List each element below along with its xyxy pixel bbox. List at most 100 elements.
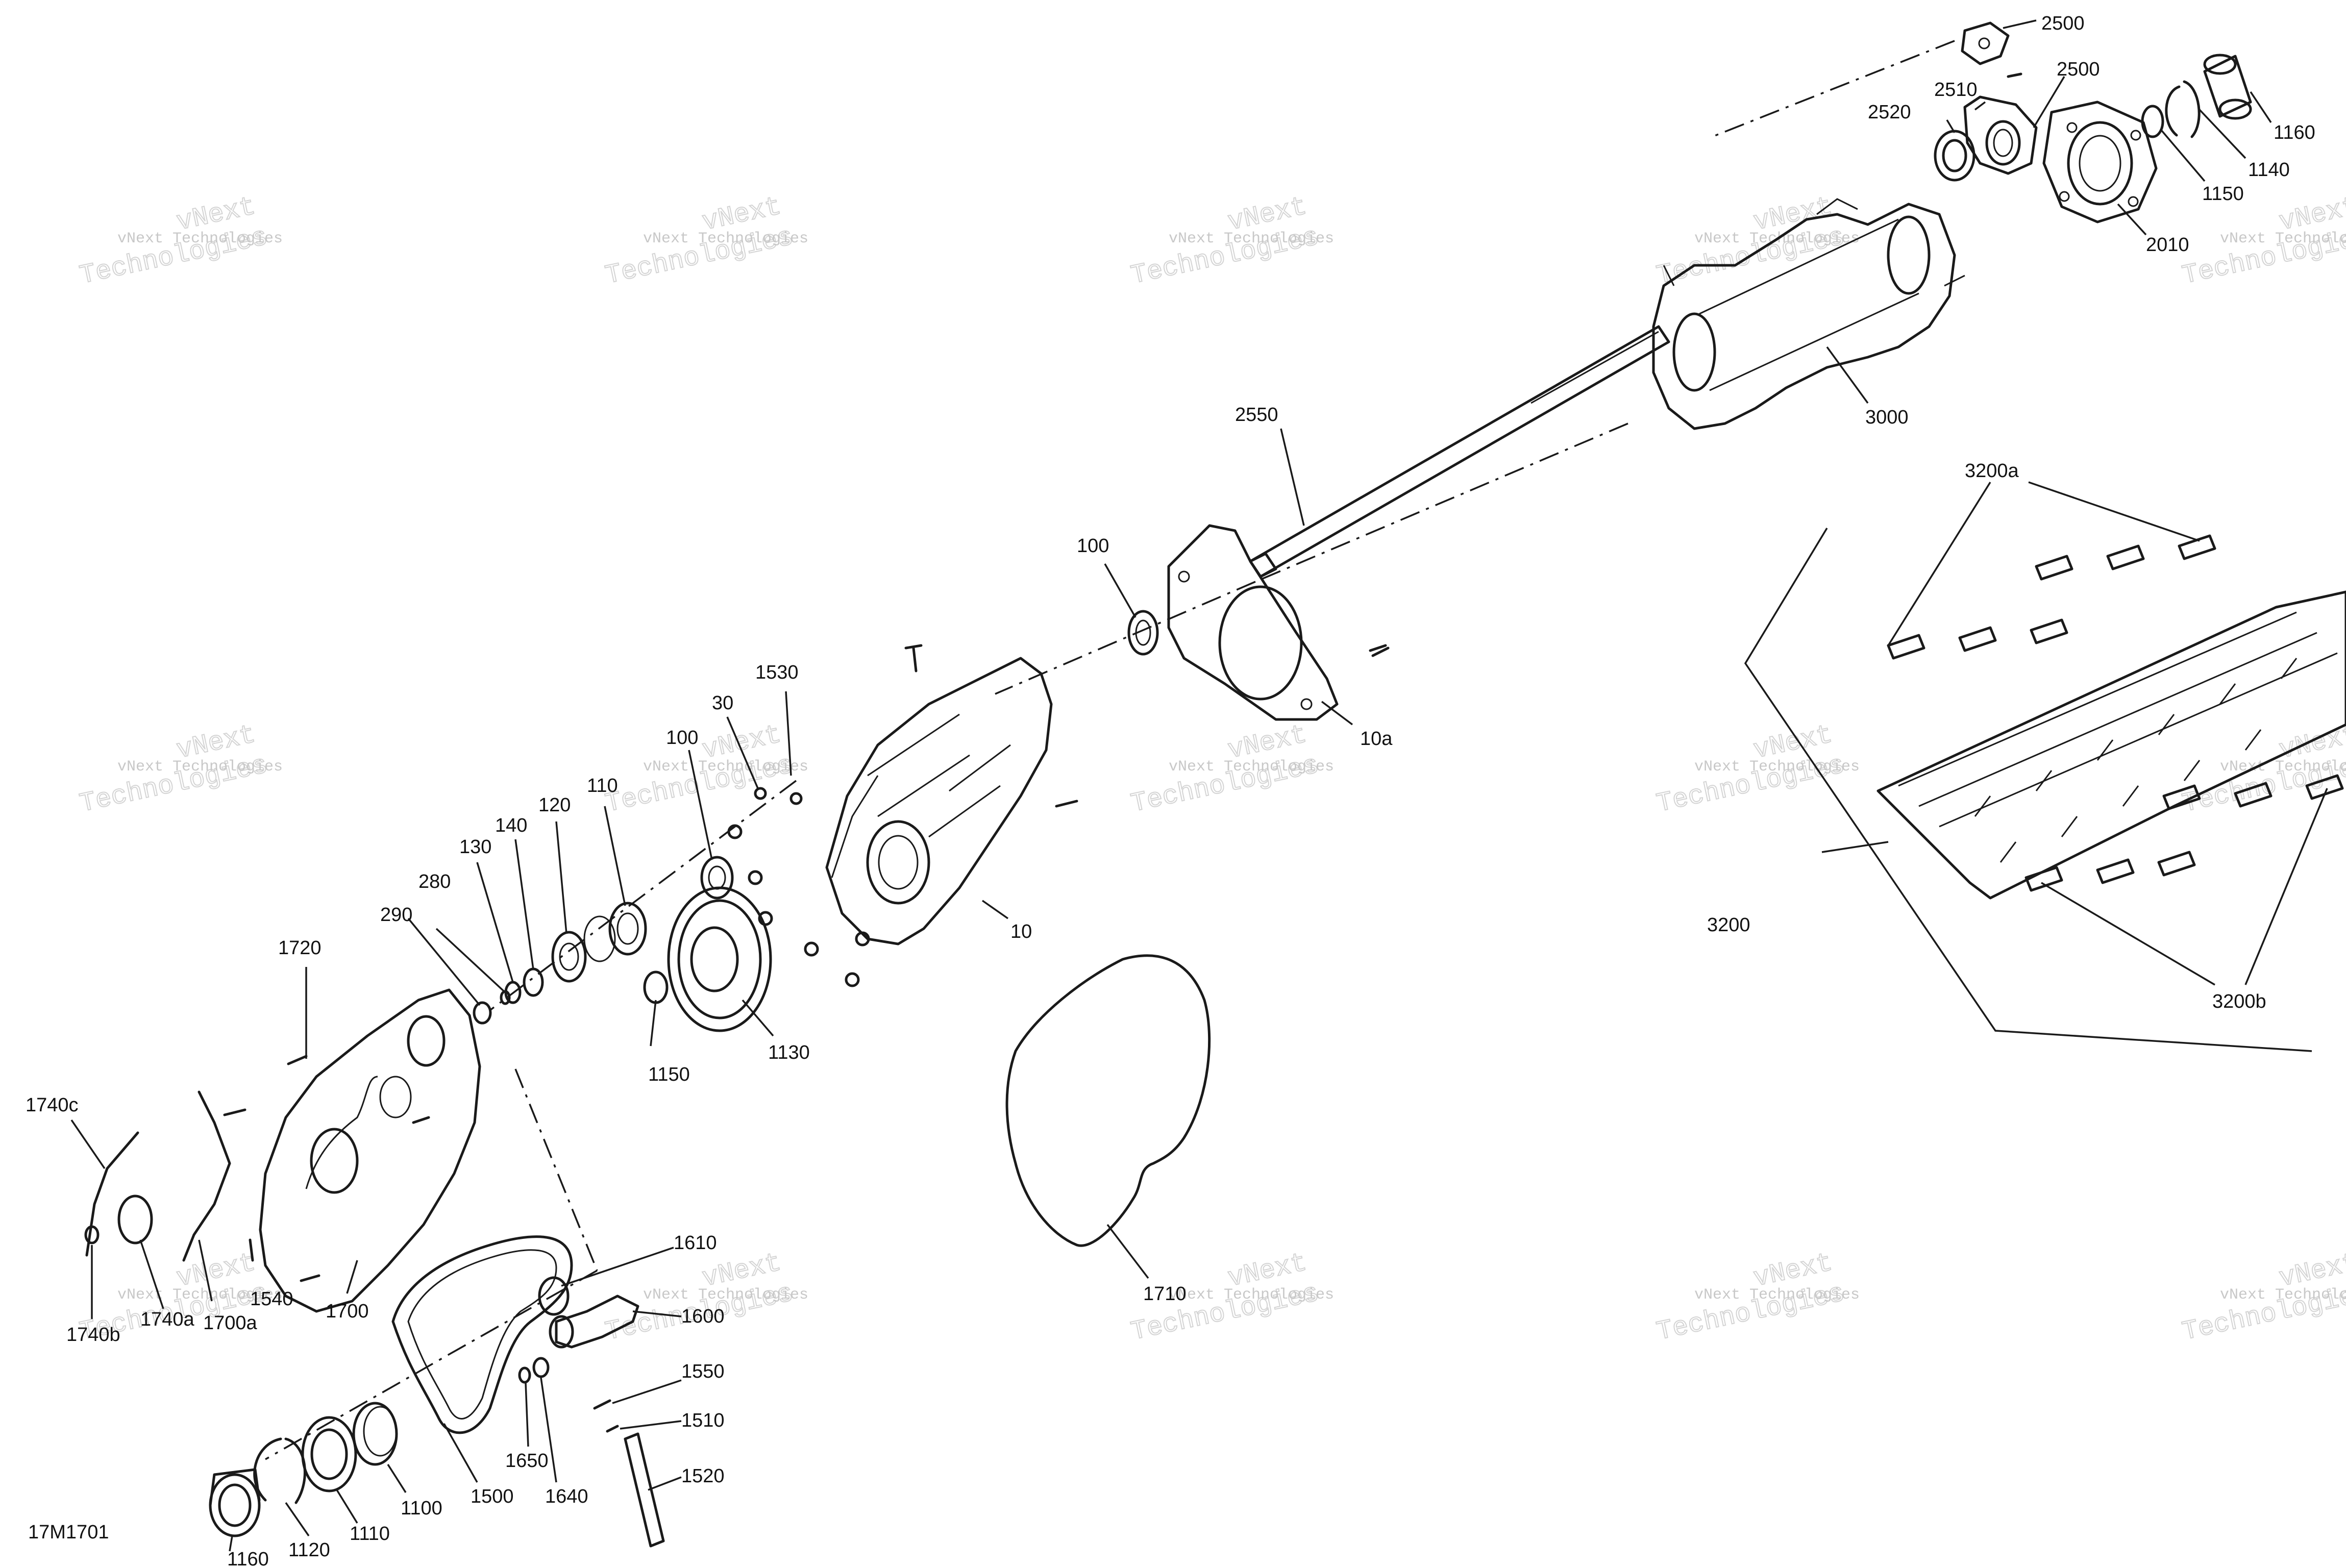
drive-axle-2550 [1249, 325, 1670, 578]
cap-1740a [117, 1194, 153, 1245]
watermark-line1: vNext Technologies [1169, 758, 1334, 776]
callout-2520: 2520 [1868, 102, 1911, 123]
callout-labels: 2500 2500 2510 2520 1160 1140 1150 2010 … [26, 13, 2315, 1568]
bolt-housing-right [1055, 800, 1078, 808]
track-3200-bracket [1744, 528, 2312, 1052]
bolt-cover-a [223, 1108, 246, 1116]
tensioner-1610 [538, 1276, 570, 1316]
pin-1550 [593, 1399, 611, 1410]
chaincase-housing-10 [825, 657, 1053, 945]
callout-1120: 1120 [288, 1539, 330, 1561]
watermark-line1: vNext Technologies [1169, 1286, 1334, 1304]
callout-1150: 1150 [2202, 183, 2244, 205]
seal-100-upper [1127, 610, 1159, 656]
bearing-housing-2500 [1963, 95, 2038, 175]
circlip-1150-lower [643, 970, 669, 1004]
callout-3200: 3200 [1707, 914, 1750, 936]
callout-1550: 1550 [681, 1361, 725, 1382]
callout-1720: 1720 [278, 937, 322, 959]
assembly-axis-lines [265, 40, 1955, 1460]
plug-1740b [84, 1225, 100, 1245]
clip-2500-top [1961, 21, 2022, 78]
callout-1700: 1700 [326, 1301, 369, 1322]
tube-1700a [182, 1090, 231, 1262]
callout-1650: 1650 [505, 1450, 549, 1472]
callout-290: 290 [380, 904, 412, 926]
callout-1610: 1610 [674, 1232, 717, 1254]
callout-1140: 1140 [2248, 159, 2290, 181]
seal-1100 [352, 1402, 398, 1466]
callout-1160: 1160 [2274, 122, 2315, 143]
watermark-line1: vNext Technologies [117, 230, 283, 247]
sleeve-1160-top [2203, 54, 2252, 120]
watermark-line1: vNext Technologies [1694, 758, 1860, 776]
callout-110: 110 [587, 775, 618, 797]
watermark-line1: vNext Technologies [117, 758, 283, 776]
nut-290 [473, 1001, 492, 1025]
callout-30: 30 [712, 692, 733, 714]
support-plate-10a [1167, 524, 1339, 721]
sprocket-1130 [667, 886, 772, 1032]
callout-1640: 1640 [545, 1486, 588, 1507]
callout-140: 140 [495, 815, 527, 836]
callout-1510: 1510 [681, 1410, 725, 1431]
watermark-line1: vNext Technologies [643, 758, 808, 776]
callout-1110: 1110 [350, 1523, 390, 1545]
callout-10a: 10a [1360, 728, 1393, 750]
bolt-10a [1369, 644, 1390, 657]
watermark-line1: vNext Technologies [643, 1286, 808, 1304]
circlip-1140 [2165, 80, 2201, 138]
drive-sprocket-3000 [1652, 198, 1965, 430]
nut-1650 [518, 1366, 531, 1384]
washer-140 [523, 967, 544, 997]
callout-2500: 2500 [2041, 13, 2085, 34]
pin-1510 [606, 1425, 619, 1433]
bolt-cover-b [412, 1116, 430, 1124]
bolt-1540 [249, 1238, 254, 1262]
callout-1740c: 1740c [26, 1094, 79, 1116]
bearing-1110 [301, 1416, 357, 1492]
washer-1640 [532, 1357, 550, 1378]
clip-set-3200b [2024, 774, 2344, 892]
bolt-1720 [287, 1055, 308, 1065]
callout-1530: 1530 [755, 662, 799, 683]
callout-130: 130 [459, 836, 491, 858]
callout-3000: 3000 [1865, 407, 1909, 428]
callout-1710: 1710 [1143, 1283, 1187, 1305]
bearing-110 [608, 902, 647, 956]
callout-1150: 1150 [648, 1064, 690, 1085]
bearing-plate-2010 [2042, 101, 2158, 223]
callout-1700a: 1700a [203, 1312, 258, 1334]
watermark-line1: vNext Technologies [2220, 230, 2346, 247]
leader-lines [70, 19, 2328, 1552]
watermark-line1: vNext Technologies [117, 1286, 283, 1304]
watermark-line1: vNext Technologies [1169, 230, 1334, 247]
callout-3200a: 3200a [1965, 460, 2019, 482]
watermark-line1: vNext Technologies [2220, 758, 2346, 776]
callout-1600: 1600 [681, 1306, 725, 1327]
callout-1540: 1540 [250, 1288, 293, 1310]
clip-set-3200a [1887, 534, 2216, 660]
seal-100-lower [700, 856, 734, 900]
callout-1100: 1100 [401, 1498, 442, 1519]
chain-1500 [391, 1235, 573, 1434]
watermark-line1: vNext Technologies [2220, 1286, 2346, 1304]
callout-1160: 1160 [227, 1549, 269, 1568]
tensioner-1600 [549, 1295, 639, 1349]
callout-100: 100 [666, 727, 698, 749]
track-3200 [1876, 590, 2346, 900]
callout-2510: 2510 [1934, 79, 1978, 101]
